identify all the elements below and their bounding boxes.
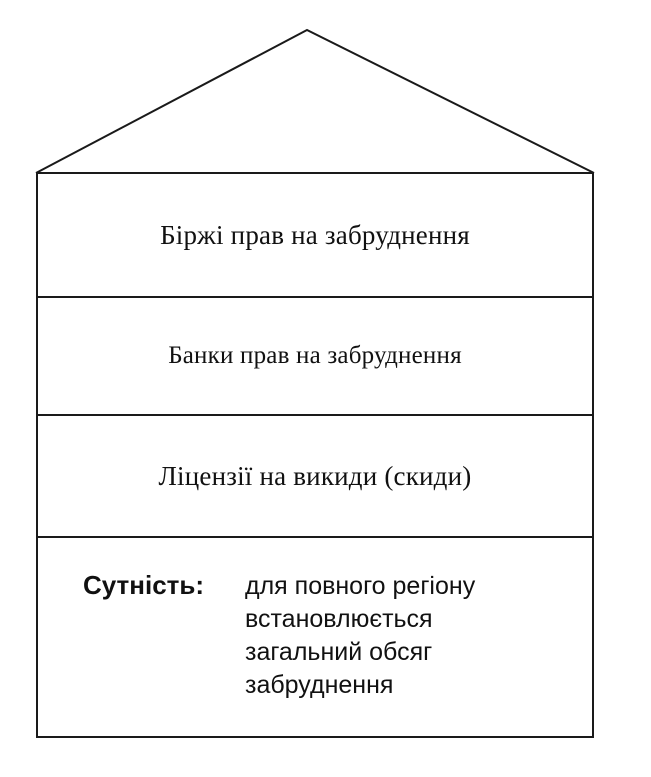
essence-line: для повного регіону: [245, 572, 476, 600]
essence-line: встановлюється: [245, 605, 433, 633]
house-structure: Біржі прав на забруднення Банки прав на …: [36, 172, 594, 738]
level-emission-licenses: Ліцензії на викиди (скиди): [38, 416, 592, 538]
essence-text: для повного регіону встановлюється загал…: [245, 570, 475, 702]
essence-title: Сутність:: [83, 570, 205, 600]
essence-block: Сутність: для повного регіону встановлює…: [38, 538, 592, 736]
essence-line: забруднення: [245, 671, 394, 699]
level-pollution-rights-exchanges: Біржі прав на забруднення: [38, 174, 592, 298]
level-label: Банки прав на забруднення: [168, 342, 462, 369]
roof-line: [35, 28, 595, 174]
level-label: Біржі прав на забруднення: [160, 219, 470, 250]
level-pollution-rights-banks: Банки прав на забруднення: [38, 298, 592, 416]
house-roof: [35, 28, 595, 174]
essence-line: загальний обсяг: [245, 638, 433, 666]
level-label: Ліцензії на викиди (скиди): [158, 460, 472, 491]
